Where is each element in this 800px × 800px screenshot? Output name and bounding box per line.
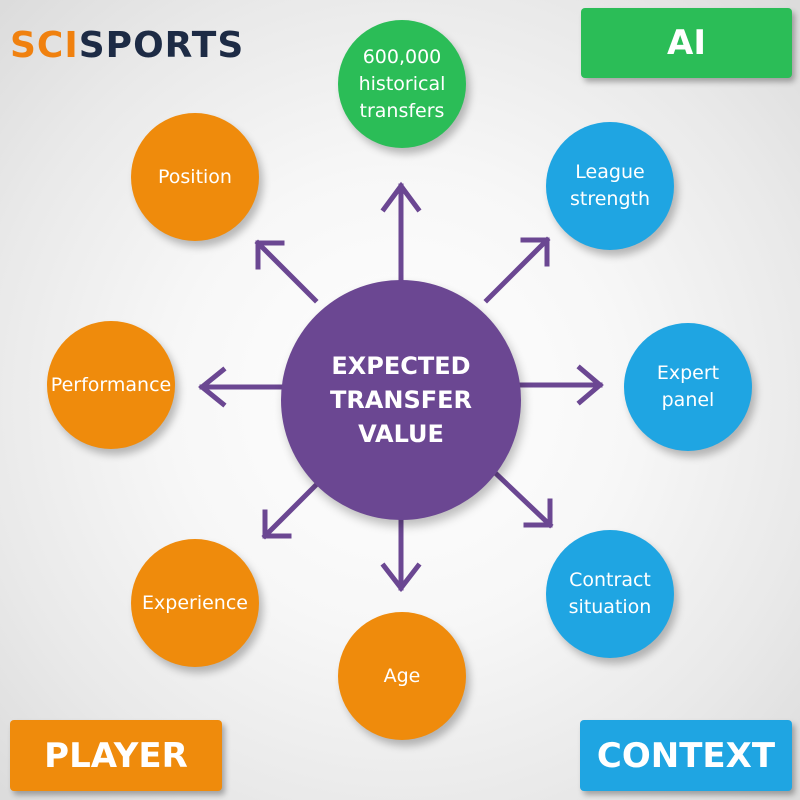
node-contract-situation-label: Contract situation [568,569,652,618]
arrow-up-icon [380,181,422,285]
arrow-down-left-icon [261,474,327,540]
node-performance-label: Performance [50,373,172,396]
tag-ai: AI [581,8,792,78]
node-historical-transfers-label: 600,000 historical transfers [358,45,446,122]
arrow-right-icon [517,364,604,406]
scisports-logo: SCI SPORTS [10,25,244,66]
tag-player: PLAYER [10,720,222,791]
tag-ai-label: AI [667,23,706,63]
node-expert-panel-label: Expert panel [656,362,720,411]
arrow-up-left-icon [254,239,319,304]
logo-sports: SPORTS [78,25,245,66]
tag-player-label: PLAYER [44,735,188,776]
node-experience: Experience [131,539,259,667]
arrow-down-icon [380,513,422,593]
node-historical-transfers: 600,000 historical transfers [338,20,466,148]
expected-transfer-value-circle: EXPECTED TRANSFER VALUE [281,280,521,520]
arrow-left-icon [198,366,286,408]
arrow-up-right-icon [483,236,551,304]
node-performance: Performance [47,321,175,449]
node-position-label: Position [158,165,232,188]
tag-context-label: CONTEXT [596,735,776,776]
node-league-strength: League strength [546,122,674,250]
node-experience-label: Experience [142,591,248,614]
node-expert-panel: Expert panel [624,323,752,451]
node-age-label: Age [383,664,421,687]
node-league-strength-label: League strength [569,161,651,210]
node-position: Position [131,113,259,241]
logo-sci: SCI [10,25,79,66]
center-label: EXPECTED TRANSFER VALUE [329,352,473,448]
tag-context: CONTEXT [580,720,792,791]
arrow-down-right-icon [484,462,554,529]
node-age: Age [338,612,466,740]
node-contract-situation: Contract situation [546,530,674,658]
